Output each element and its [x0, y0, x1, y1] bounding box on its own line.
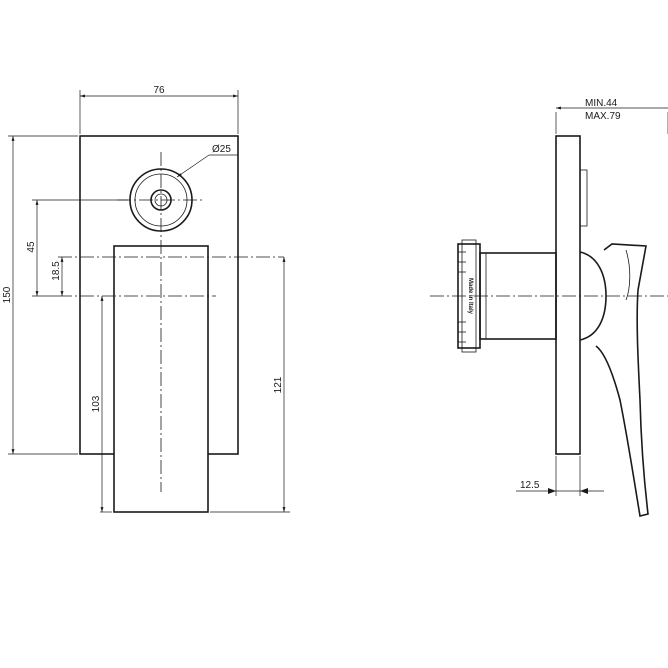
plate-thickness-label: 12.5 [520, 480, 540, 491]
offset-45-dimension-label: 45 [26, 241, 37, 253]
side-view: Made in Italy MIN.44 MAX.79 12.5 [430, 98, 668, 517]
diameter-leader-line [176, 154, 210, 178]
front-view: 76 150 45 18.5 103 121 Ø25 [2, 85, 290, 513]
handle-103-dimension-label: 103 [91, 395, 102, 412]
handle-121-dimension-label: 121 [273, 376, 284, 393]
depth-max-label: MAX.79 [585, 111, 621, 122]
lever-handle-side [595, 243, 649, 517]
diverter-knob-side [579, 169, 588, 227]
offset-18-5-dimension-label: 18.5 [51, 261, 62, 281]
width-dimension-label: 76 [153, 85, 165, 96]
wall-plate-side [555, 135, 581, 455]
height-dimension-label: 150 [2, 286, 13, 303]
diameter-label: Ø25 [212, 144, 231, 155]
knurl-marks [458, 251, 466, 343]
depth-min-label: MIN.44 [585, 98, 618, 109]
